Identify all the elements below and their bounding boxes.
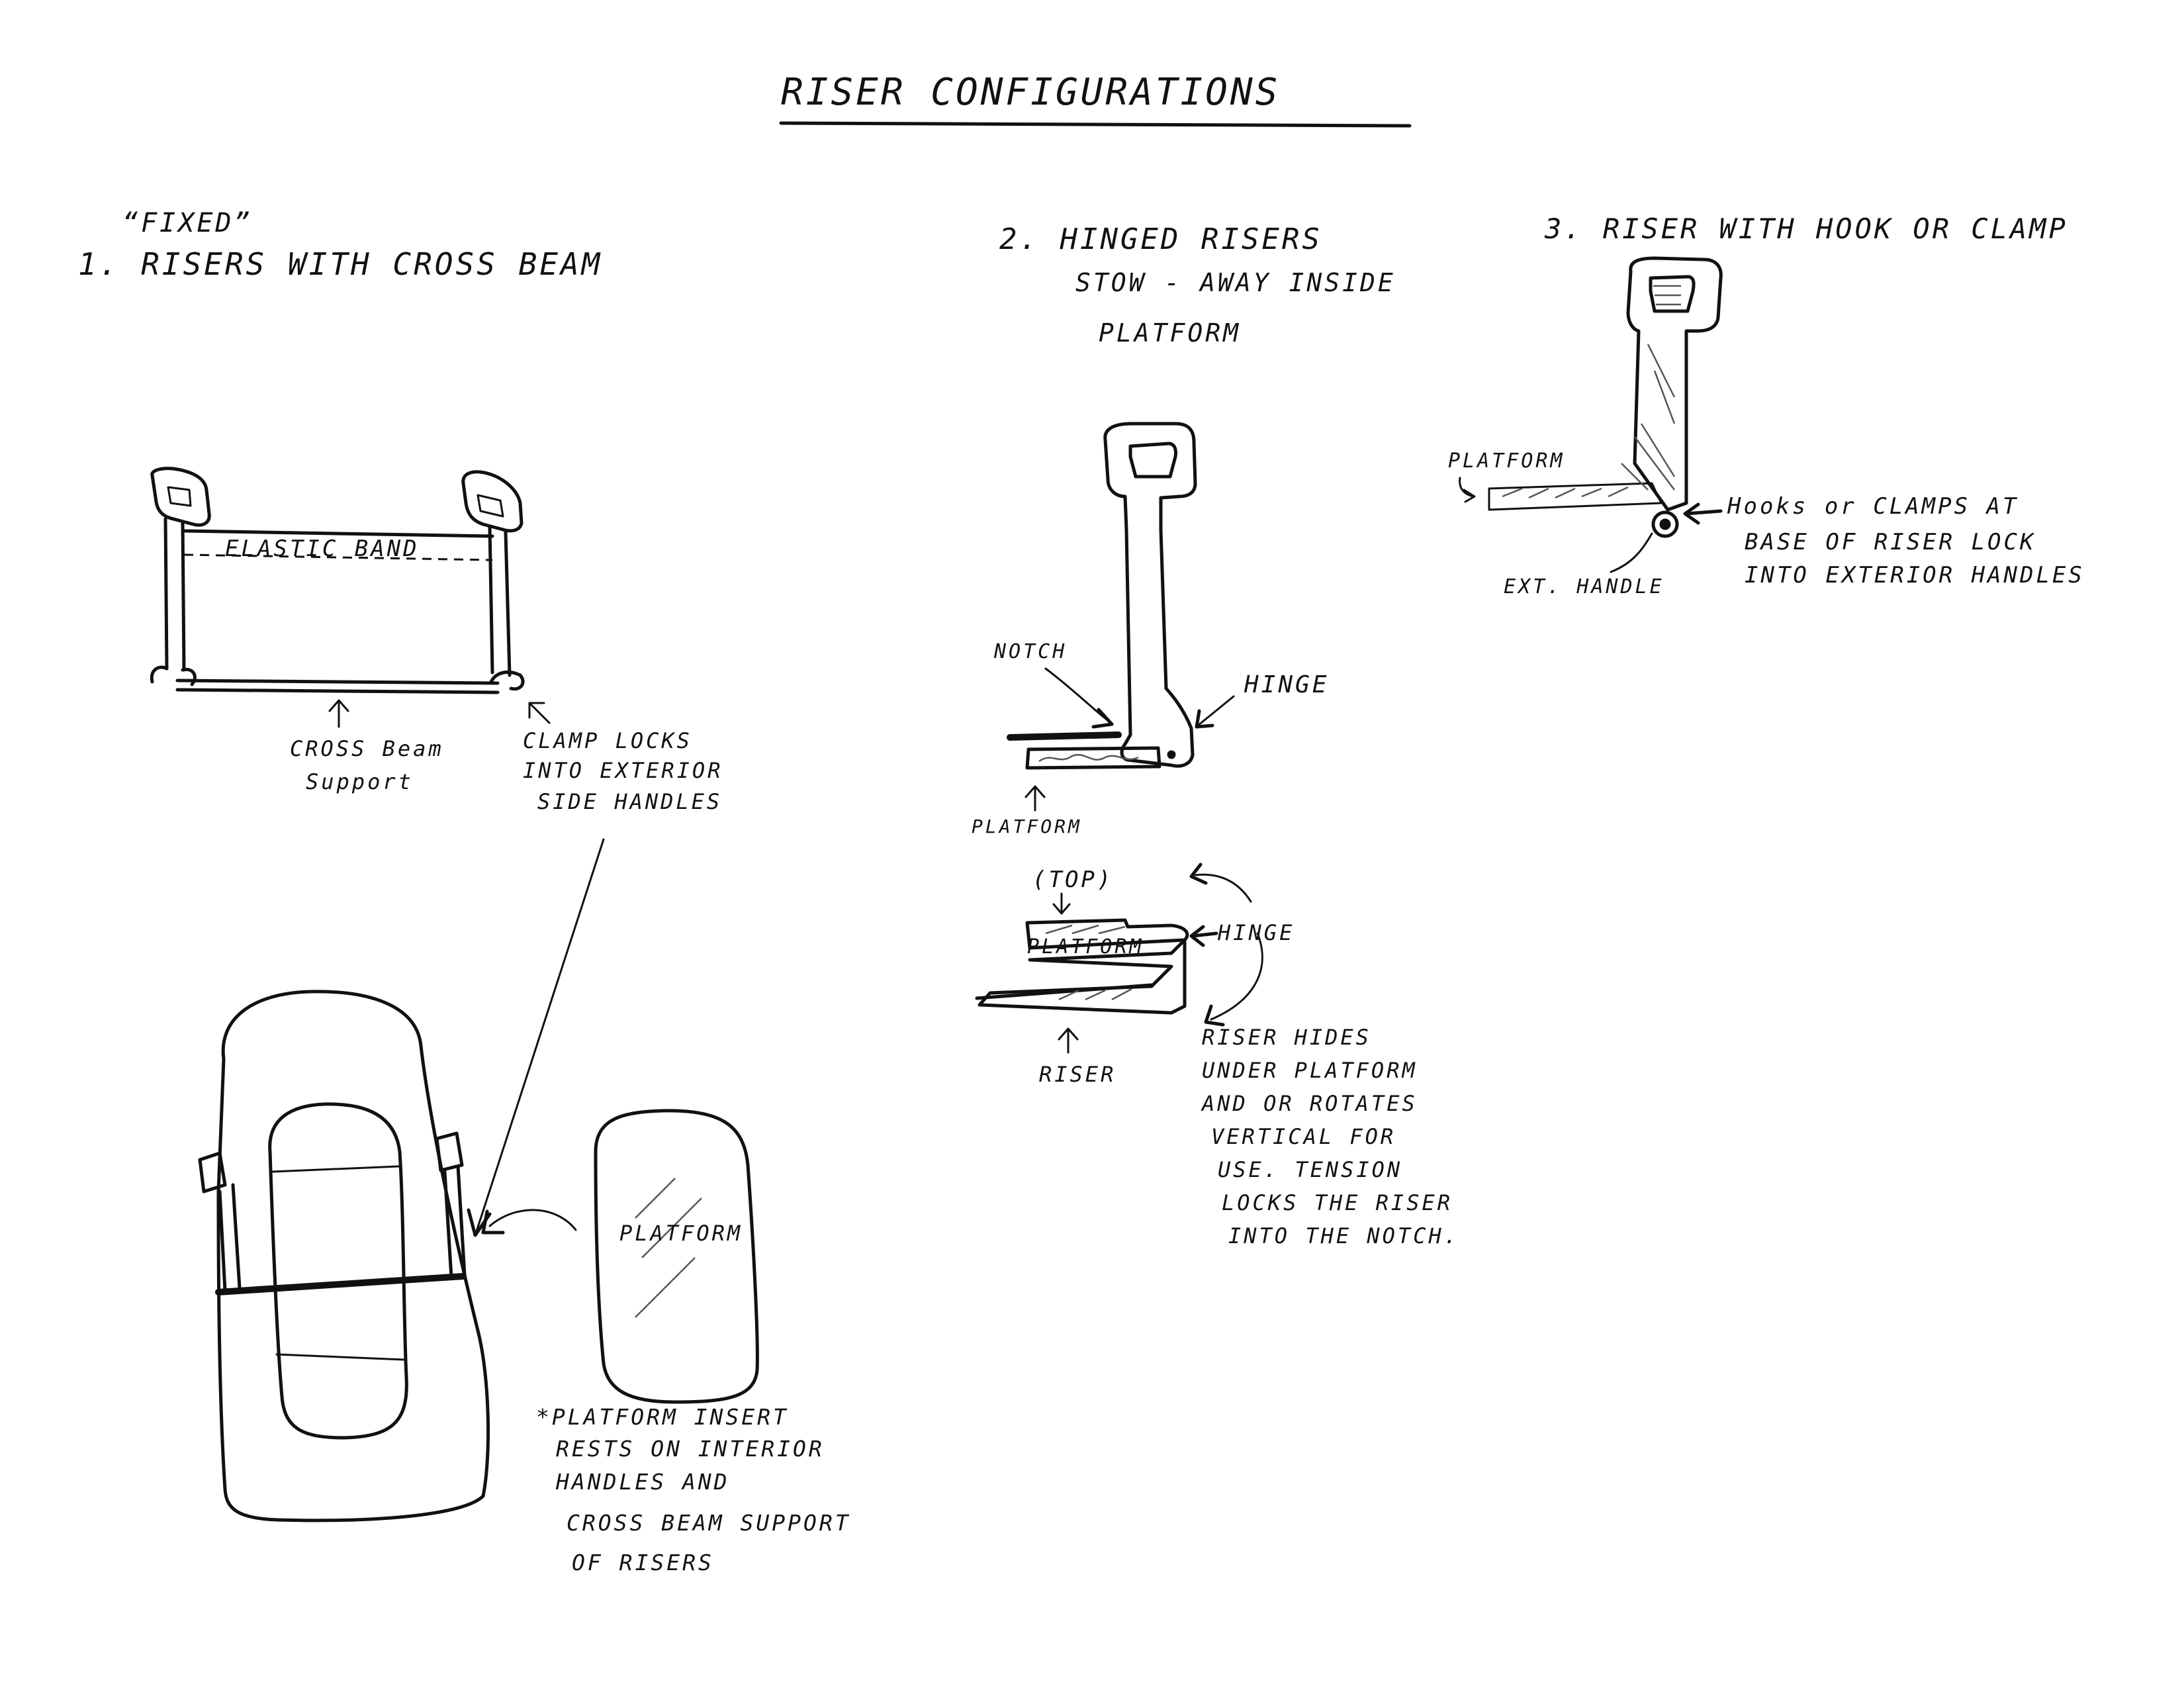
section3-ext-handle-label: EXT. HANDLE (1504, 575, 1664, 598)
section1-top-view (200, 992, 488, 1521)
hinge-label: HINGE (1244, 671, 1329, 698)
section1-note-line5: OF RISERS (572, 1550, 714, 1575)
left-handle-grip (168, 487, 191, 506)
left-riser-post (165, 519, 184, 670)
platform-insert-label: PLATFORM (619, 1221, 743, 1246)
cart-outline (218, 992, 488, 1521)
section1-front-view: ELASTIC BAND (152, 469, 523, 692)
top-view-cross-beam (218, 1276, 463, 1292)
clamp-label-line3: SIDE HANDLES (537, 789, 722, 814)
hinge-pin-icon (1167, 751, 1175, 759)
section1-note-line2: RESTS ON INTERIOR (556, 1436, 825, 1462)
section3-note-line1: Hooks or CLAMPS AT (1727, 493, 2019, 520)
top-arrow-icon (1054, 894, 1069, 914)
section3-platform-label: PLATFORM (1448, 449, 1565, 473)
section2-note-line1: RISER HIDES (1202, 1025, 1371, 1050)
stowed-riser-label: RISER (1039, 1062, 1116, 1087)
elastic-band-label: ELASTIC BAND (225, 536, 420, 562)
platform-insert-arrowhead-icon (483, 1211, 503, 1233)
section3-platform (1489, 483, 1661, 510)
section3-handle-hatching (1653, 286, 1681, 305)
section2-note-line3: AND OR ROTATES (1201, 1091, 1418, 1116)
section3-riser-hatching (1641, 344, 1674, 477)
right-handle-grip (478, 495, 503, 516)
section3-platform-hatching (1502, 487, 1628, 498)
rotate-arrow-top (1195, 874, 1251, 902)
section2-heading-line1: 2. HINGED RISERS (999, 222, 1322, 256)
section1-note-line1: *PLATFORM INSERT (536, 1404, 789, 1430)
section2-heading-line2: STOW - AWAY INSIDE (1075, 268, 1396, 297)
clamp-pointer-line (477, 839, 604, 1231)
platform-insert-arrow (490, 1210, 576, 1230)
clamp-label-line1: CLAMP LOCKS (523, 728, 692, 753)
section2-note-line4: VERTICAL FOR (1211, 1124, 1396, 1149)
left-riser-handle (152, 469, 209, 526)
section1-platform-insert: PLATFORM (596, 1111, 757, 1402)
cross-beam-arrow-icon (330, 700, 348, 727)
stowed-hinge-arrow-icon (1191, 927, 1216, 945)
clamp-label-line2: INTO EXTERIOR (523, 758, 723, 783)
cart-inner-line-bottom (277, 1354, 404, 1360)
title-underline (781, 123, 1410, 126)
section1-note-line4: CROSS BEAM SUPPORT (567, 1510, 851, 1536)
top-label: (TOP) (1032, 867, 1113, 893)
section3-platform-arrow-icon (1460, 478, 1475, 502)
stowed-platform-hatching (1046, 925, 1125, 933)
section2-note-line7: INTO THE NOTCH. (1228, 1223, 1459, 1248)
cart-inner-line-top (273, 1166, 398, 1172)
notch-label: NOTCH (993, 640, 1067, 663)
clamp-arrow-icon (529, 703, 549, 723)
stowed-riser-arrow-icon (1059, 1029, 1077, 1053)
section2-note-line2: UNDER PLATFORM (1202, 1058, 1418, 1083)
section1-heading: 1. RISERS WITH CROSS BEAM (78, 246, 602, 282)
rotate-arrow-bottom (1211, 933, 1262, 1019)
hinged-riser-handle-grip (1130, 444, 1176, 477)
section3-heading: 3. RISER WITH HOOK OR CLAMP (1544, 212, 2068, 245)
side-platform-label: PLATFORM (972, 816, 1082, 837)
section3-riser-view (1489, 258, 1721, 536)
right-riser-post (490, 527, 510, 675)
cart-inner-opening (270, 1104, 407, 1438)
top-view-left-riser (220, 1185, 240, 1291)
section3-note-line2: BASE OF RISER LOCK (1745, 529, 2036, 555)
section1-note-line3: HANDLES AND (555, 1469, 730, 1495)
section3-handle-grip (1651, 277, 1694, 311)
notch-arrowhead-icon (1093, 710, 1112, 727)
side-platform-arrow-icon (1026, 786, 1044, 810)
top-view-left-handle (200, 1153, 225, 1192)
right-riser-handle (463, 472, 522, 531)
cross-beam (177, 680, 498, 692)
section1-fixed-label: “FIXED” (122, 208, 253, 238)
section3-ext-handle-pointer (1611, 534, 1652, 572)
section2-heading-line3: PLATFORM (1099, 318, 1241, 348)
cross-beam-label-line2: Support (306, 769, 414, 794)
section3-clamp-center-icon (1660, 519, 1670, 530)
right-riser-foot (491, 672, 523, 688)
hinge-pointer-line (1198, 696, 1234, 726)
section2-note-line5: USE. TENSION (1218, 1157, 1402, 1182)
section2-stowed-view: PLATFORM (977, 920, 1187, 1013)
side-view-platform-top (1010, 735, 1118, 737)
section3-note-line3: INTO EXTERIOR HANDLES (1745, 562, 2085, 588)
page-title: RISER CONFIGURATIONS (781, 71, 1280, 114)
section2-note-line6: LOCKS THE RISER (1222, 1190, 1453, 1215)
cross-beam-label-line1: CROSS Beam (290, 736, 444, 761)
notch-pointer-line (1046, 669, 1109, 722)
platform-insert-outline (596, 1111, 757, 1402)
section3-hooks-arrow-icon (1685, 504, 1721, 523)
platform-insert-hatching (635, 1178, 702, 1317)
stowed-hinge-label: HINGE (1217, 920, 1295, 945)
